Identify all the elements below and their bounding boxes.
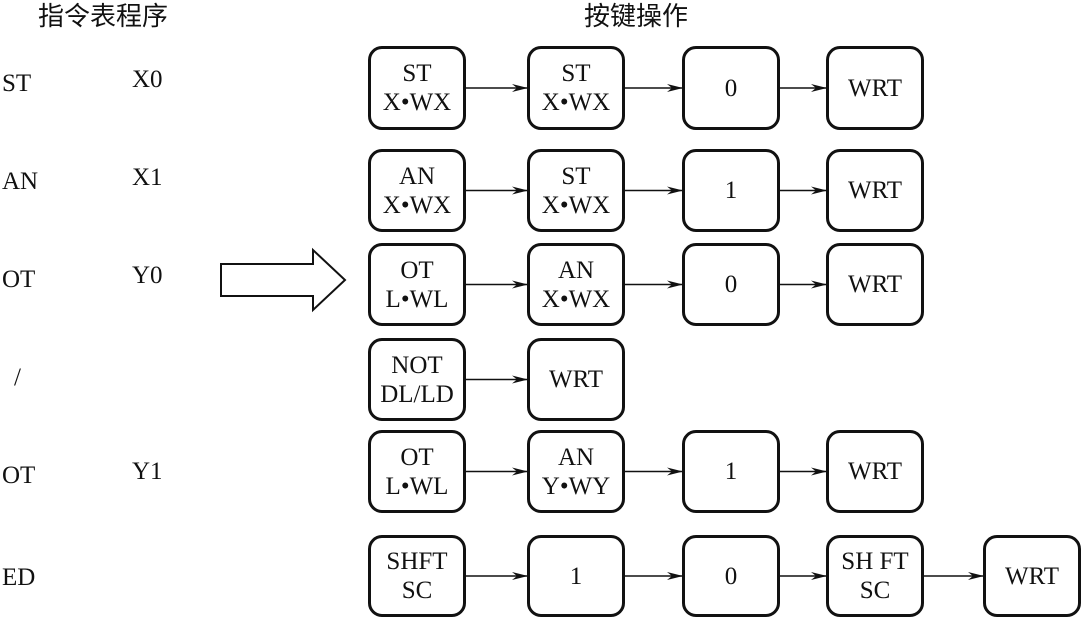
key-label: AN (398, 162, 436, 190)
key-operation-header: 按键操作 (584, 2, 689, 31)
key-label: X•WX (541, 89, 611, 116)
instruction-operand: Y1 (132, 458, 163, 485)
key-label: 1 (724, 177, 738, 204)
key-label: X•WX (382, 89, 452, 116)
key-label: ST (402, 60, 432, 87)
instruction-operand: X1 (132, 164, 163, 191)
key-button[interactable]: WRT (983, 535, 1081, 617)
key-label: WRT (548, 366, 604, 393)
key-label: 0 (724, 562, 738, 590)
instruction-op: ED (2, 564, 36, 591)
key-button[interactable]: WRT (826, 243, 924, 326)
key-label: SHFT (386, 548, 448, 575)
key-label: WRT (847, 458, 903, 485)
key-label: OT (400, 443, 434, 471)
key-label: WRT (847, 74, 903, 102)
instruction-op: OT (2, 462, 36, 489)
key-label: SH FT (841, 548, 909, 575)
key-label: OT (400, 256, 434, 284)
key-button[interactable]: 0 (682, 535, 780, 617)
key-button[interactable]: 1 (682, 149, 780, 232)
key-label: NOT (391, 351, 443, 379)
key-label: ST (561, 60, 591, 87)
key-button[interactable]: 1 (527, 535, 625, 617)
key-button[interactable]: WRT (826, 149, 924, 232)
key-label: X•WX (541, 191, 611, 219)
key-button[interactable]: 0 (682, 243, 780, 326)
key-label: X•WX (382, 191, 452, 219)
instruction-operand: Y0 (132, 262, 163, 289)
instruction-op: ST (2, 70, 32, 97)
key-label: Y•WY (541, 472, 611, 500)
instruction-operand: X0 (132, 66, 163, 93)
key-label: 1 (724, 458, 738, 485)
key-label: X•WX (541, 285, 611, 313)
right-block-arrow-icon (220, 247, 347, 313)
key-button[interactable]: WRT (527, 338, 625, 421)
key-label: 0 (724, 74, 738, 102)
key-label: DL/LD (380, 380, 454, 408)
key-label: L•WL (385, 285, 449, 313)
key-button[interactable]: 1 (682, 430, 780, 513)
key-label: AN (557, 256, 595, 284)
key-label: ST (561, 162, 591, 190)
key-label: SC (401, 577, 433, 604)
key-label: 1 (569, 562, 583, 590)
key-label: L•WL (385, 472, 449, 500)
key-label: WRT (847, 271, 903, 298)
instruction-op: AN (2, 168, 39, 195)
key-label: WRT (847, 177, 903, 204)
key-button[interactable]: WRT (826, 46, 924, 130)
key-label: AN (557, 443, 595, 471)
key-button[interactable]: 0 (682, 46, 780, 130)
key-label: 0 (724, 271, 738, 298)
instruction-op: / (14, 364, 21, 391)
instruction-op: OT (2, 266, 36, 293)
program-header: 指令表程序 (38, 2, 169, 31)
key-label: WRT (1004, 562, 1060, 590)
key-button[interactable]: WRT (826, 430, 924, 513)
key-label: SC (859, 577, 891, 604)
